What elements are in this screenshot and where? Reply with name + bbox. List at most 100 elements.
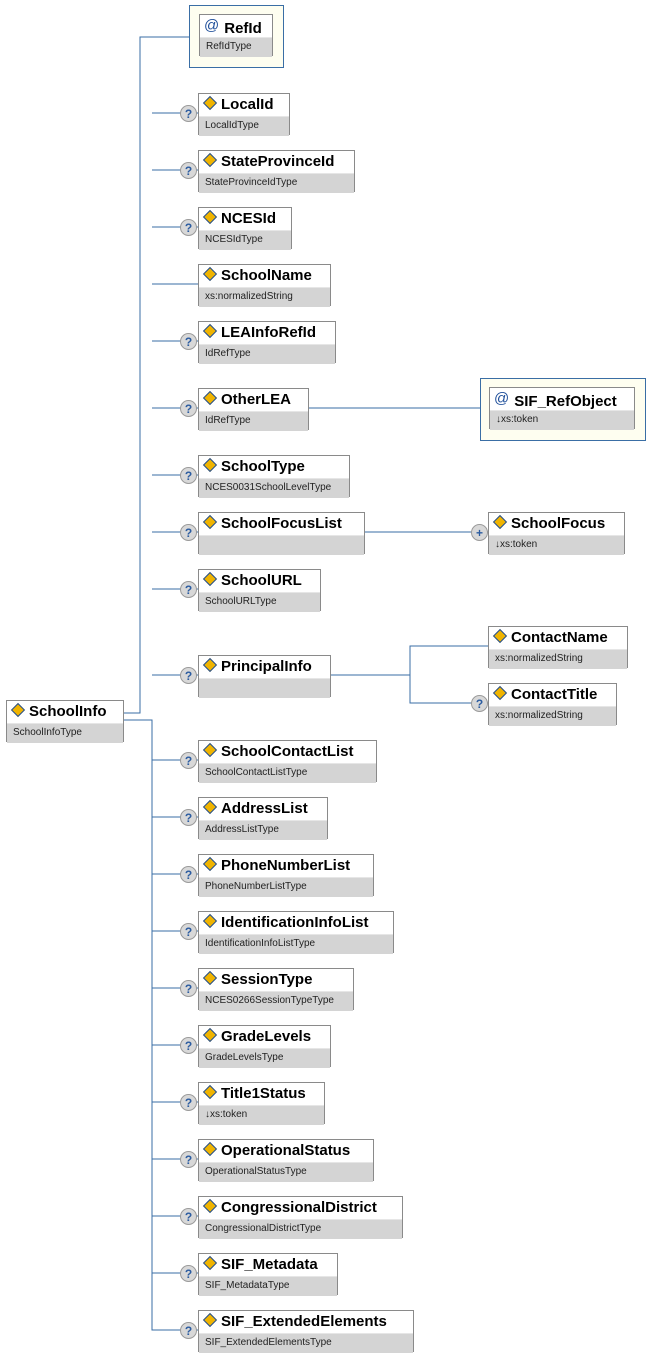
element-type: IdRefType	[199, 345, 335, 364]
optional-marker-icon[interactable]: ?	[180, 219, 197, 236]
optional-marker-icon[interactable]: ?	[180, 752, 197, 769]
element-icon	[203, 916, 216, 926]
element-type: SIF_ExtendedElementsType	[199, 1334, 413, 1353]
element-type: NCES0031SchoolLevelType	[199, 479, 349, 498]
element-name-text: SessionType	[221, 971, 313, 988]
optional-marker-icon[interactable]: ?	[180, 1208, 197, 1225]
optional-marker-icon[interactable]: ?	[180, 980, 197, 997]
optional-marker-icon[interactable]: ?	[180, 400, 197, 417]
optional-marker-icon[interactable]: ?	[180, 1151, 197, 1168]
element-name: SchoolContactList	[199, 741, 376, 764]
element-name-text: LocalId	[221, 96, 274, 113]
element-name: Title1Status	[199, 1083, 324, 1106]
connector-line	[409, 675, 488, 704]
element-schoolfocuslist[interactable]: SchoolFocusList	[198, 512, 365, 555]
element-type: CongressionalDistrictType	[199, 1220, 402, 1239]
element-name: PhoneNumberList	[199, 855, 373, 878]
element-principalinfo[interactable]: PrincipalInfo	[198, 655, 331, 698]
optional-marker-icon[interactable]: ?	[180, 1037, 197, 1054]
element-name: GradeLevels	[199, 1026, 330, 1049]
element-type: ↓xs:token	[489, 536, 624, 555]
element-sif-refobject[interactable]: @SIF_RefObject↓xs:token	[489, 387, 635, 430]
optional-marker-icon[interactable]: ?	[180, 1265, 197, 1282]
element-name-text: PrincipalInfo	[221, 658, 312, 675]
element-name-text: AddressList	[221, 800, 308, 817]
element-type: xs:normalizedString	[489, 650, 627, 669]
element-type: IdentificationInfoListType	[199, 935, 393, 954]
element-type: StateProvinceIdType	[199, 174, 354, 193]
element-name: OtherLEA	[199, 389, 308, 412]
element-name-text: SchoolFocus	[511, 515, 606, 532]
element-name: ContactTitle	[489, 684, 616, 707]
optional-marker-icon[interactable]: ?	[180, 866, 197, 883]
element-name: SchoolName	[199, 265, 330, 288]
element-icon	[203, 574, 216, 584]
element-name: SessionType	[199, 969, 353, 992]
element-type: xs:normalizedString	[489, 707, 616, 726]
optional-marker-icon[interactable]: ?	[180, 105, 197, 122]
element-type	[199, 679, 330, 698]
attribute-icon: @	[204, 17, 220, 34]
element-name-text: SchoolFocusList	[221, 515, 342, 532]
optional-marker-icon[interactable]: ?	[180, 809, 197, 826]
element-name-text: OperationalStatus	[221, 1142, 351, 1159]
element-icon	[203, 1087, 216, 1097]
element-type: OperationalStatusType	[199, 1163, 373, 1182]
optional-marker-icon[interactable]: ?	[180, 162, 197, 179]
element-name: ContactName	[489, 627, 627, 650]
optional-marker-icon[interactable]: ?	[180, 923, 197, 940]
element-name: IdentificationInfoList	[199, 912, 393, 935]
element-name: SchoolURL	[199, 570, 320, 593]
optional-marker-icon[interactable]: ?	[180, 1094, 197, 1111]
element-icon	[203, 802, 216, 812]
element-contacttitle[interactable]: ContactTitle xs:normalizedString	[488, 683, 617, 726]
optional-marker-icon[interactable]: ?	[180, 581, 197, 598]
optional-marker-icon[interactable]: ?	[180, 333, 197, 350]
optional-marker-icon[interactable]: ?	[180, 467, 197, 484]
optional-marker-icon[interactable]: ?	[180, 1322, 197, 1339]
element-name: SchoolType	[199, 456, 349, 479]
optional-marker-icon[interactable]: ?	[471, 695, 488, 712]
element-icon	[203, 393, 216, 403]
element-name: LocalId	[199, 94, 289, 117]
optional-marker-icon[interactable]: ?	[180, 524, 197, 541]
element-icon	[203, 269, 216, 279]
element-name-text: SIF_Metadata	[221, 1256, 318, 1273]
element-icon	[493, 688, 506, 698]
optional-marker-icon[interactable]: ?	[180, 667, 197, 684]
element-name-text: ContactTitle	[511, 686, 598, 703]
element-type: LocalIdType	[199, 117, 289, 136]
element-type: ↓xs:token	[490, 411, 634, 430]
element-name-text: NCESId	[221, 210, 277, 227]
element-title1status[interactable]: Title1Status↓xs:token	[198, 1082, 325, 1125]
element-type	[199, 536, 364, 555]
element-name-text: SchoolName	[221, 267, 312, 284]
element-name-text: CongressionalDistrict	[221, 1199, 377, 1216]
element-name: PrincipalInfo	[199, 656, 330, 679]
element-name: OperationalStatus	[199, 1140, 373, 1163]
expand-icon[interactable]: +	[471, 524, 488, 541]
element-name-text: StateProvinceId	[221, 153, 335, 170]
element-schoolfocus[interactable]: SchoolFocus ↓xs:token	[488, 512, 625, 555]
